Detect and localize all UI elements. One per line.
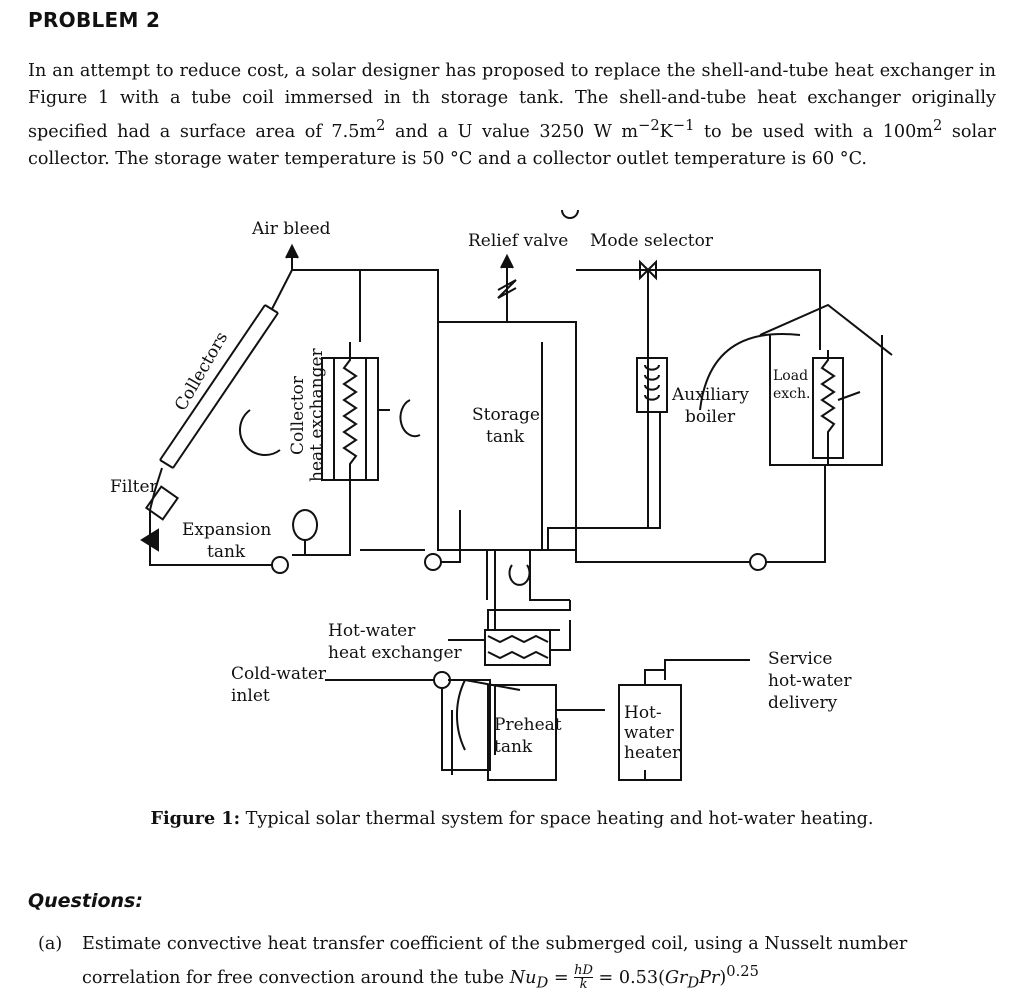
label-preheat-2: tank	[494, 737, 533, 757]
label-preheat-1: Preheat	[494, 715, 562, 735]
questions-title: Questions:	[28, 890, 143, 912]
solar-system-diagram: Air bleed Relief valve Mode selector Col…	[110, 210, 893, 781]
label-relief-valve: Relief valve	[468, 231, 568, 251]
label-storage-1: Storage	[472, 405, 540, 425]
problem-statement: In an attempt to reduce cost, a solar de…	[28, 61, 996, 169]
hot-water-heat-exchanger	[484, 629, 551, 666]
label-expansion-1: Expansion	[182, 520, 271, 540]
label-storage-2: tank	[486, 427, 525, 447]
expansion-tank	[292, 509, 318, 541]
label-expansion-2: tank	[207, 542, 246, 562]
label-aux-1: Auxiliary	[671, 385, 749, 405]
label-heater-3: heater	[624, 743, 681, 763]
label-air-bleed: Air bleed	[251, 219, 331, 239]
collector-panel	[159, 304, 279, 469]
label-cold-2: inlet	[231, 686, 270, 706]
label-hw-hx-2: heat exchanger	[328, 643, 463, 663]
label-load-1: Load	[773, 368, 808, 384]
label-cold-1: Cold-water	[231, 664, 327, 684]
solar-system-figure: Air bleed Relief valve Mode selector Col…	[100, 210, 900, 800]
question-a: (a)Estimate convective heat transfer coe…	[38, 934, 908, 993]
label-collector-hx-1: Collector	[288, 375, 308, 455]
filter-box	[144, 485, 180, 521]
hot-water-heater	[618, 684, 682, 781]
label-heater-2: water	[624, 723, 675, 743]
problem-title: PROBLEM 2	[28, 8, 161, 32]
label-hw-hx-1: Hot-water	[328, 621, 416, 641]
air-bleed-pipe	[271, 250, 293, 310]
label-service-2: hot-water	[768, 671, 852, 691]
label-load-2: exch.	[773, 386, 811, 402]
auxiliary-boiler-coil	[636, 357, 668, 413]
label-service-1: Service	[768, 649, 832, 669]
label-heater-1: Hot-	[624, 703, 662, 723]
figure-caption: Figure 1: Typical solar thermal system f…	[150, 808, 874, 829]
label-collector-hx-2: heat exchanger	[307, 347, 327, 482]
collector-supply-pipe	[292, 269, 361, 342]
preheat-tank	[487, 684, 557, 781]
label-service-3: delivery	[768, 693, 838, 713]
label-collectors: Collectors	[171, 329, 232, 415]
label-aux-2: boiler	[685, 407, 736, 427]
label-filter: Filter	[110, 477, 159, 497]
label-mode-selector: Mode selector	[590, 231, 714, 251]
